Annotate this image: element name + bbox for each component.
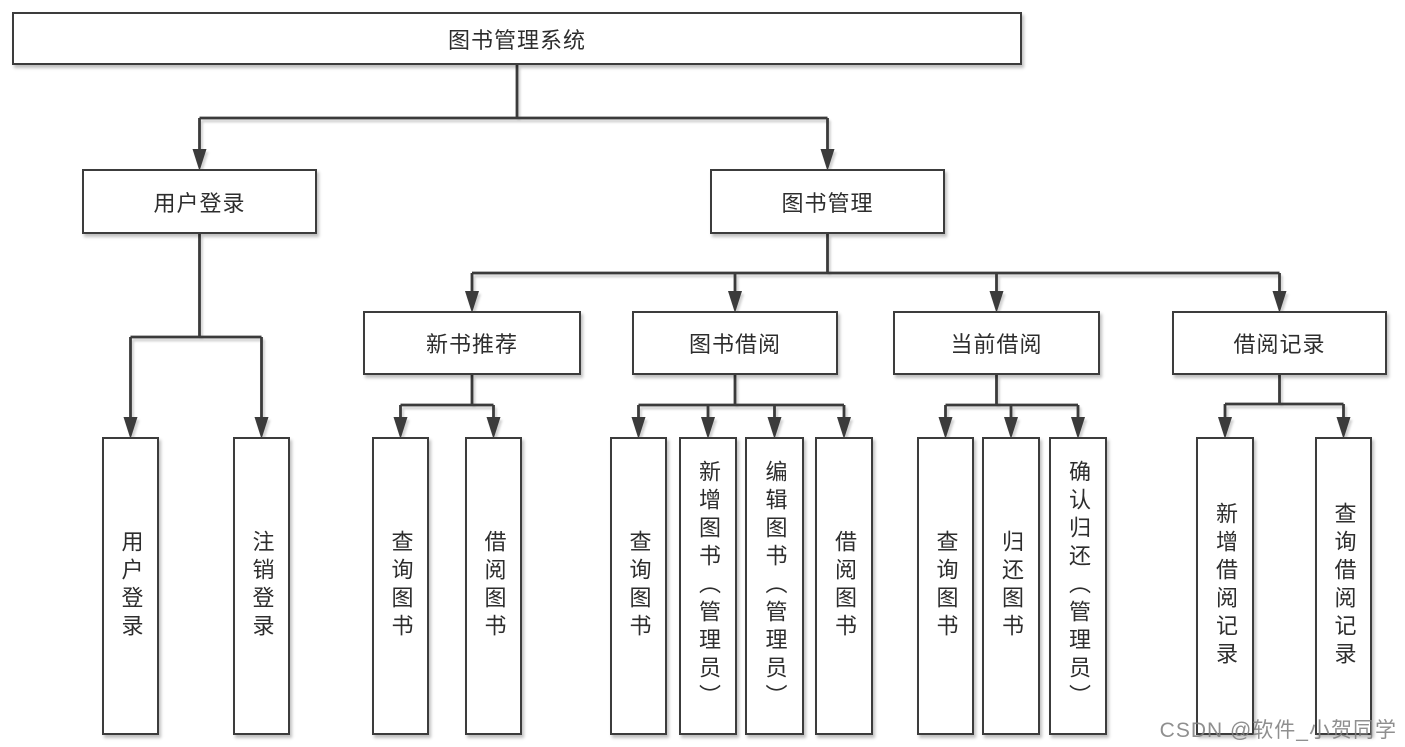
node-label-leaf-user-login: 用户登录 (118, 530, 144, 642)
node-leaf-user-login: 用户登录 (102, 437, 159, 735)
node-user-login: 用户登录 (82, 169, 317, 234)
node-label-leaf-borrow-book-1: 借阅图书 (481, 530, 507, 642)
node-leaf-return-book: 归还图书 (982, 437, 1040, 735)
node-label-root: 图书管理系统 (447, 27, 586, 53)
watermark-text: CSDN @软件_小贺同学 (1159, 719, 1397, 742)
node-label-leaf-query-book-2: 查询图书 (626, 530, 652, 642)
arrowhead-icon (1272, 291, 1287, 313)
node-book-borrow: 图书借阅 (632, 311, 838, 375)
arrowhead-icon (837, 417, 851, 439)
arrowhead-icon (1004, 417, 1018, 439)
node-label-book-management: 图书管理 (781, 190, 874, 216)
node-leaf-borrow-book-2: 借阅图书 (815, 437, 873, 735)
arrowhead-icon (989, 291, 1004, 313)
node-current-borrow: 当前借阅 (893, 311, 1100, 375)
arrowhead-icon (1071, 417, 1085, 439)
arrowhead-icon (1218, 417, 1232, 439)
arrowhead-icon (820, 149, 835, 171)
node-leaf-add-book: 新增图书（管理员） (679, 437, 737, 735)
node-label-leaf-add-book: 新增图书（管理员） (696, 460, 721, 712)
node-leaf-logout: 注销登录 (233, 437, 290, 735)
node-label-leaf-edit-book: 编辑图书（管理员） (762, 460, 788, 712)
node-leaf-query-book-3: 查询图书 (917, 437, 974, 735)
node-label-user-login: 用户登录 (153, 190, 246, 216)
arrowhead-icon (123, 417, 138, 439)
node-label-leaf-confirm-return: 确认归还（管理员） (1066, 460, 1091, 712)
arrowhead-icon (192, 149, 207, 171)
node-leaf-query-book-1: 查询图书 (372, 437, 429, 735)
node-book-management: 图书管理 (710, 169, 945, 234)
arrowhead-icon (393, 417, 408, 439)
node-new-book-recommend: 新书推荐 (363, 311, 581, 375)
node-leaf-query-borrow-record: 查询借阅记录 (1315, 437, 1372, 735)
node-label-leaf-borrow-book-2: 借阅图书 (832, 530, 857, 642)
node-label-leaf-query-borrow-record: 查询借阅记录 (1331, 502, 1357, 670)
node-label-leaf-query-book-1: 查询图书 (388, 530, 414, 642)
connector-path (129, 65, 1345, 422)
arrowhead-icon (254, 417, 269, 439)
arrowhead-icon (465, 291, 479, 313)
node-label-leaf-add-borrow-record: 新增借阅记录 (1213, 502, 1238, 670)
arrowhead-icon (728, 291, 742, 313)
node-borrow-records: 借阅记录 (1172, 311, 1387, 375)
node-leaf-confirm-return: 确认归还（管理员） (1049, 437, 1107, 735)
node-root: 图书管理系统 (12, 12, 1022, 65)
arrowhead-icon (486, 417, 501, 439)
arrowhead-icon (767, 417, 782, 439)
node-leaf-add-borrow-record: 新增借阅记录 (1196, 437, 1254, 735)
arrowhead-icon (701, 417, 715, 439)
node-label-current-borrow: 当前借阅 (950, 332, 1043, 357)
node-label-book-borrow: 图书借阅 (688, 332, 781, 357)
node-leaf-query-book-2: 查询图书 (610, 437, 667, 735)
node-leaf-edit-book: 编辑图书（管理员） (745, 437, 804, 735)
arrowhead-icon (631, 417, 646, 439)
arrowhead-icon (1336, 417, 1351, 439)
node-label-leaf-logout: 注销登录 (249, 530, 275, 642)
node-label-borrow-records: 借阅记录 (1233, 332, 1326, 357)
node-label-new-book-recommend: 新书推荐 (425, 332, 518, 357)
node-leaf-borrow-book-1: 借阅图书 (465, 437, 522, 735)
node-label-leaf-return-book: 归还图书 (999, 530, 1024, 642)
arrowhead-icon (938, 417, 953, 439)
node-label-leaf-query-book-3: 查询图书 (933, 530, 959, 642)
